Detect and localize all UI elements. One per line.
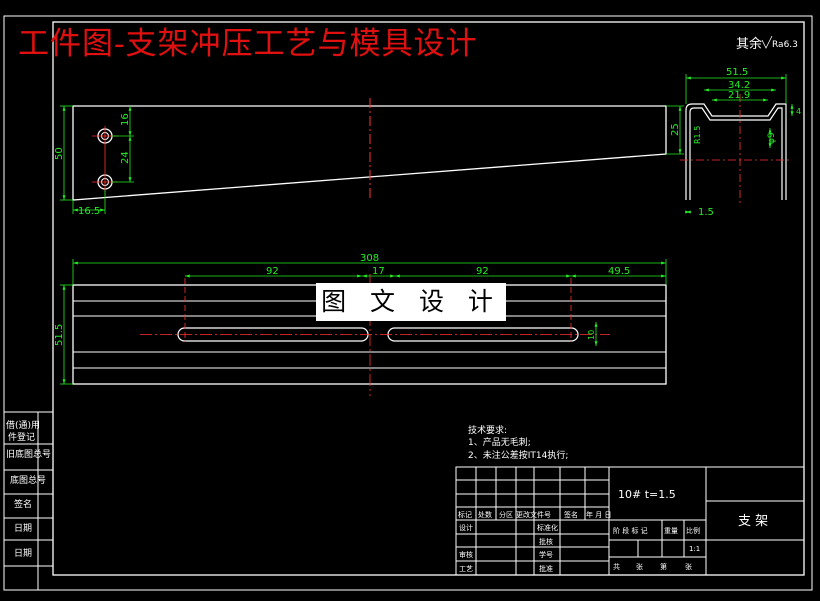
dim-width: 51.5: [54, 324, 65, 346]
scale-value: 1:1: [689, 545, 700, 553]
outer-frame: [3, 15, 813, 591]
tech-item: 2、未注公差按IT14执行;: [468, 449, 568, 461]
stage-label: 比例: [686, 526, 700, 535]
plan-view[interactable]: 308 92 17 92 49.5 51.5 10: [54, 253, 667, 396]
dim-sec-side: 4: [796, 107, 801, 116]
role-label: 标准化: [537, 523, 558, 532]
dim-height: 50: [54, 147, 65, 160]
dim-sec-overall: 51.5: [726, 67, 748, 78]
drawing-banner-title: 工件图-支架冲压工艺与模具设计: [18, 26, 478, 62]
sheet-label: 张: [636, 562, 643, 571]
material-spec: 10# t=1.5: [618, 488, 676, 501]
header-cell: 分区: [499, 510, 513, 519]
header-cell: 签名: [564, 510, 578, 519]
side-label: 底图总号: [10, 474, 46, 486]
side-label: 签名: [14, 498, 32, 510]
sheet-label: 共: [613, 562, 620, 571]
roughness-value: Ra6.3: [772, 40, 798, 50]
dim-end: 49.5: [608, 266, 630, 277]
roughness-note: 其余 Ra6.3: [736, 35, 798, 52]
role-label: 审核: [459, 550, 473, 559]
stage-label: 重量: [664, 527, 678, 535]
dim-sec-thickness: 1.5: [698, 207, 714, 218]
section-profile: [685, 103, 787, 200]
dim-edge: 16.5: [78, 206, 100, 217]
role-label: 批核: [539, 537, 553, 546]
dim-slot-b: 92: [476, 266, 489, 277]
role-label: 设计: [459, 523, 473, 532]
role-label: 学号: [539, 550, 553, 559]
tech-title: 技术要求:: [468, 424, 507, 436]
dim-slot-a: 92: [266, 266, 279, 277]
header-cell: 年 月 日: [586, 510, 611, 519]
dim-slot-w: 10: [587, 330, 596, 340]
dim-sec-mid: 34.2: [728, 80, 750, 91]
side-label: 件登记: [8, 431, 35, 443]
dim-sec-inner: 21.9: [728, 90, 750, 101]
dim-right-height: 25: [670, 123, 681, 136]
part-name: 支 架: [738, 514, 768, 529]
side-binding-column: [4, 411, 53, 590]
dim-sec-hole: φ9: [767, 132, 777, 144]
dim-hole-a: 16: [120, 113, 131, 126]
sheet-label: 张: [685, 562, 692, 571]
role-label: 批准: [539, 564, 553, 573]
inner-frame: [52, 21, 805, 576]
roughness-symbol-icon: [761, 35, 773, 49]
section-view[interactable]: 51.5 34.2 21.9 4 R1.5 φ9 1.5: [680, 67, 801, 218]
tech-requirements: 技术要求: 1、产品无毛刺; 2、未注公差按IT14执行;: [468, 424, 568, 461]
side-binding-labels: 借(通)用 件登记 旧底图总号 底图总号 签名 日期 日期: [6, 419, 51, 559]
elevation-view[interactable]: 50 16 24 16.5 25: [54, 98, 684, 217]
watermark-label: 图 文 设 计: [316, 283, 506, 321]
side-label: 旧底图总号: [6, 448, 51, 460]
role-label: 工艺: [459, 565, 473, 573]
tech-item: 1、产品无毛刺;: [468, 436, 531, 448]
side-label: 借(通)用: [6, 419, 40, 431]
dim-hole-b: 24: [120, 151, 131, 164]
dim-overall-length: 308: [360, 253, 379, 264]
dim-sec-radius: R1.5: [693, 126, 702, 144]
title-block[interactable]: [455, 466, 805, 576]
header-cell: 标记: [458, 510, 472, 519]
sheet-label: 第: [660, 562, 667, 571]
side-label: 日期: [14, 548, 32, 559]
header-cell: 更改文件号: [516, 510, 551, 519]
header-cell: 处数: [478, 510, 492, 519]
side-label: 日期: [14, 523, 32, 534]
dim-gap: 17: [372, 266, 385, 277]
stage-label: 阶 段 标 记: [613, 526, 648, 535]
title-block-text: 10# t=1.5 支 架 标记 处数 分区 更改文件号 签名 年 月 日 设计…: [458, 488, 768, 573]
roughness-prefix: 其余: [736, 36, 762, 52]
